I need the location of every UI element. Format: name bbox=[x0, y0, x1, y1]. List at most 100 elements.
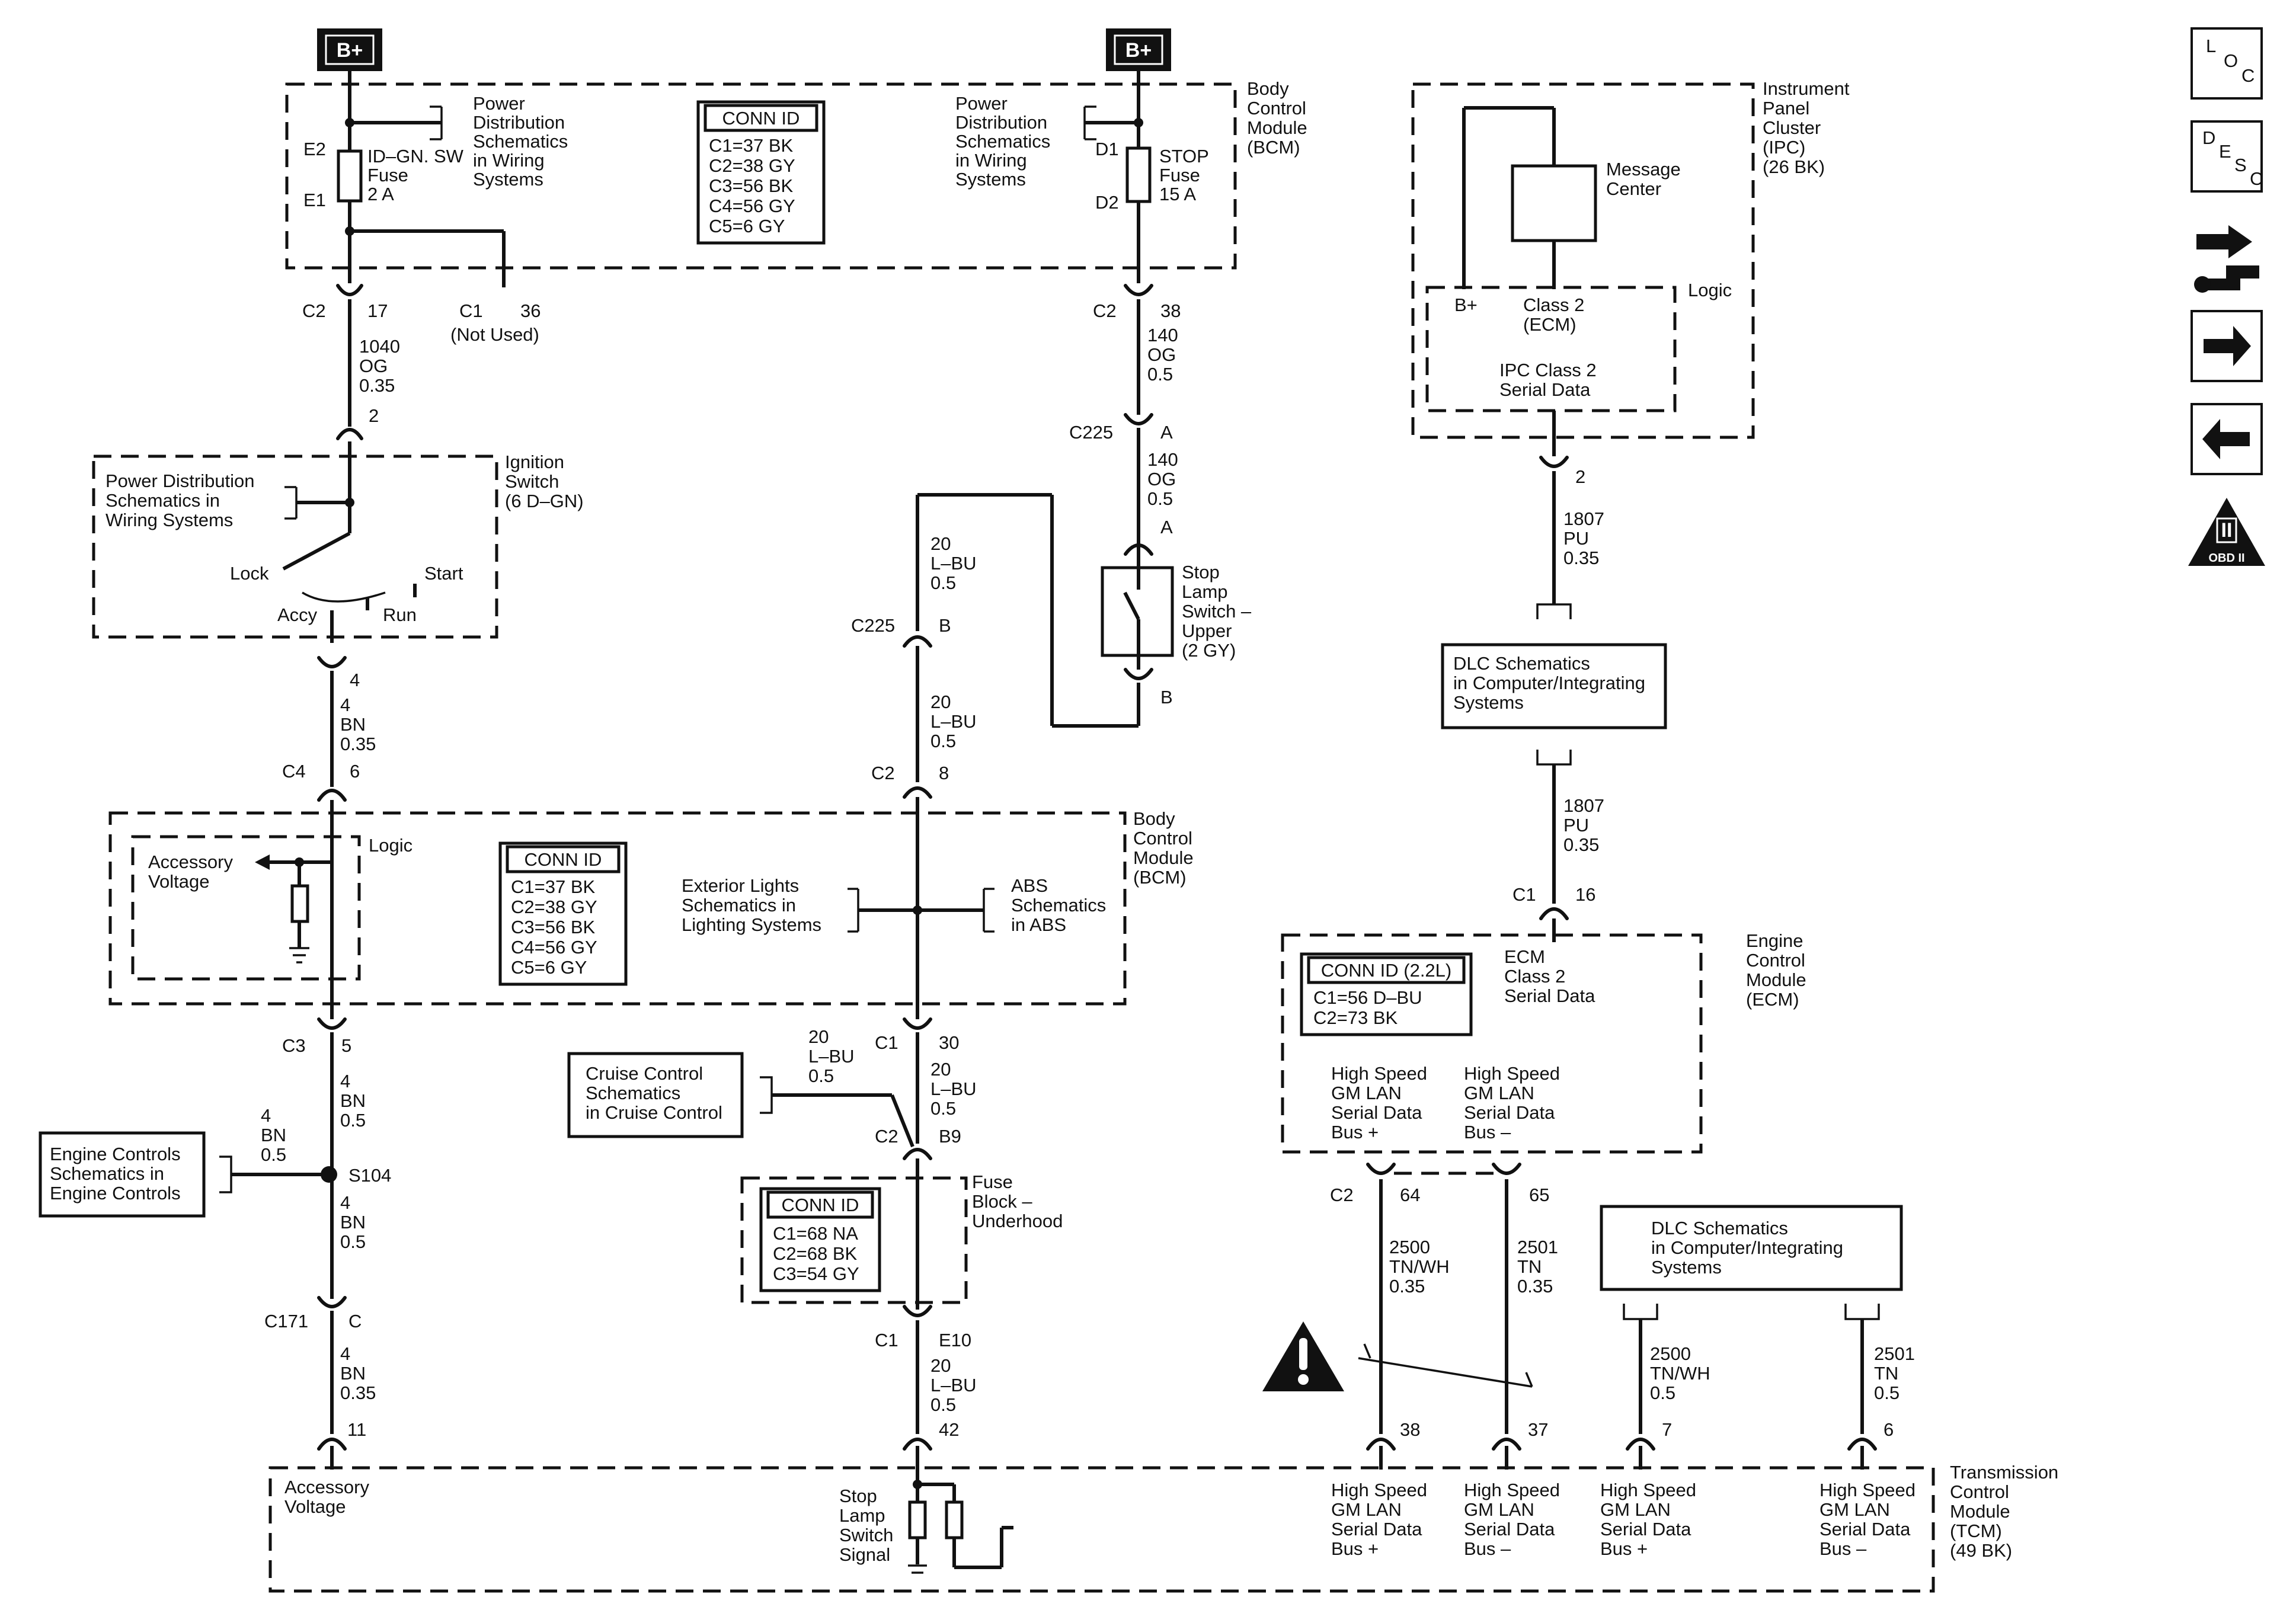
svg-text:8: 8 bbox=[939, 763, 949, 783]
desc-nav-button[interactable]: D E S C bbox=[2191, 120, 2263, 193]
wire-2501-tn-a: 2501 TN 0.35 bbox=[1517, 1237, 1558, 1297]
svg-text:E10: E10 bbox=[939, 1330, 971, 1350]
svg-text:Serial Data: Serial Data bbox=[1464, 1102, 1555, 1123]
obd-ii-icon[interactable]: II OBD II bbox=[2188, 498, 2265, 566]
svg-text:Lighting Systems: Lighting Systems bbox=[682, 914, 821, 935]
switch-contact-icon bbox=[1123, 591, 1140, 620]
svg-text:TN: TN bbox=[1874, 1363, 1898, 1384]
bcm-mid-conn-id: CONN ID C1=37 BK C2=38 GY C3=56 BK C4=56… bbox=[498, 841, 628, 986]
dlc-top-box bbox=[1441, 643, 1667, 729]
svg-text:(6 D–GN): (6 D–GN) bbox=[505, 491, 584, 511]
next-page-button[interactable] bbox=[2191, 310, 2263, 382]
svg-text:High Speed: High Speed bbox=[1819, 1480, 1916, 1500]
connector-c2-38 bbox=[1124, 284, 1153, 296]
ign-run-label: Run bbox=[383, 604, 417, 625]
svg-text:0.5: 0.5 bbox=[1147, 364, 1173, 385]
svg-text:in Wiring: in Wiring bbox=[473, 150, 545, 171]
svg-text:TN/WH: TN/WH bbox=[1389, 1256, 1450, 1277]
bcm-top-box bbox=[285, 82, 1237, 270]
bcm-mid-box bbox=[108, 811, 1127, 1006]
svg-text:Fuse: Fuse bbox=[367, 165, 408, 185]
svg-text:140: 140 bbox=[1147, 325, 1178, 345]
svg-text:Schematics in: Schematics in bbox=[682, 895, 796, 916]
svg-text:Engine: Engine bbox=[1746, 930, 1803, 951]
bcm-mid-acc-voltage: Accessory Voltage bbox=[148, 852, 233, 892]
svg-text:Instrument: Instrument bbox=[1763, 78, 1850, 99]
svg-text:(2 GY): (2 GY) bbox=[1182, 640, 1236, 661]
svg-text:Control: Control bbox=[1950, 1481, 2009, 1502]
svg-text:(Not Used): (Not Used) bbox=[450, 324, 539, 345]
svg-text:20: 20 bbox=[930, 692, 951, 712]
svg-text:Serial Data: Serial Data bbox=[1504, 985, 1595, 1006]
c1-36-label: C1 bbox=[459, 300, 483, 321]
svg-text:4: 4 bbox=[340, 1192, 350, 1213]
ecm-conn-id: CONN ID (2.2L) C1=56 D–BU C2=73 BK bbox=[1300, 952, 1473, 1036]
fuse-right-label: STOP Fuse 15 A bbox=[1159, 146, 1209, 204]
svg-text:C2=73 BK: C2=73 BK bbox=[1313, 1007, 1398, 1028]
connector-c225-a bbox=[1124, 413, 1153, 425]
svg-text:C2=68 BK: C2=68 BK bbox=[773, 1243, 858, 1264]
svg-text:High Speed: High Speed bbox=[1464, 1063, 1560, 1084]
svg-text:C3=56 BK: C3=56 BK bbox=[709, 175, 794, 196]
connector-switch-a bbox=[1124, 543, 1153, 556]
svg-text:0.35: 0.35 bbox=[1563, 834, 1599, 855]
svg-text:0.35: 0.35 bbox=[340, 734, 376, 754]
svg-text:C2: C2 bbox=[875, 1126, 898, 1147]
svg-text:C1=56 D–BU: C1=56 D–BU bbox=[1313, 987, 1422, 1008]
svg-text:OG: OG bbox=[1147, 344, 1176, 365]
svg-text:6: 6 bbox=[1884, 1419, 1894, 1440]
prev-page-button[interactable] bbox=[2191, 403, 2263, 475]
fuse-right-pin-bottom: D2 bbox=[1095, 192, 1119, 213]
svg-text:Schematics: Schematics bbox=[1011, 895, 1106, 916]
svg-text:Control: Control bbox=[1247, 98, 1306, 119]
svg-text:Distribution: Distribution bbox=[955, 112, 1047, 133]
svg-text:Cruise Control: Cruise Control bbox=[586, 1063, 703, 1084]
exterior-lights-label: Exterior Lights Schematics in Lighting S… bbox=[682, 875, 821, 935]
svg-text:in Computer/Integrating: in Computer/Integrating bbox=[1453, 673, 1645, 693]
svg-text:42: 42 bbox=[939, 1419, 959, 1440]
resistor-icon bbox=[290, 884, 309, 923]
svg-text:1807: 1807 bbox=[1563, 795, 1604, 816]
ecm-class2-label: ECM Class 2 Serial Data bbox=[1504, 946, 1595, 1006]
fuse-block-underhood bbox=[740, 1176, 968, 1304]
svg-text:Ignition: Ignition bbox=[505, 452, 564, 472]
engine-controls-label: Engine Controls Schematics in Engine Con… bbox=[50, 1144, 181, 1204]
wire-140-og-a: 140 OG 0.5 bbox=[1147, 325, 1178, 385]
svg-text:BN: BN bbox=[340, 714, 366, 735]
bcm-mid-title: Body Control Module (BCM) bbox=[1133, 808, 1194, 888]
svg-text:64: 64 bbox=[1400, 1185, 1420, 1205]
svg-text:High Speed: High Speed bbox=[1464, 1480, 1560, 1500]
wire-20-lbu-d: 20 L–BU 0.5 bbox=[808, 1026, 855, 1086]
fuse-stop bbox=[1125, 146, 1152, 203]
loc-nav-button[interactable]: L O C bbox=[2191, 27, 2263, 100]
connector-c4-6 bbox=[317, 789, 347, 802]
svg-text:0.35: 0.35 bbox=[1563, 548, 1599, 568]
svg-text:C5=6 GY: C5=6 GY bbox=[709, 216, 785, 236]
svg-text:Voltage: Voltage bbox=[284, 1496, 346, 1517]
svg-text:E: E bbox=[2219, 141, 2231, 162]
ipc-logic-box bbox=[1425, 286, 1677, 412]
svg-text:Accessory: Accessory bbox=[148, 852, 233, 872]
svg-text:Class 2: Class 2 bbox=[1504, 966, 1565, 987]
svg-text:CONN ID: CONN ID bbox=[722, 108, 800, 129]
svg-text:20: 20 bbox=[930, 1355, 951, 1376]
wire-2500-tnwh-b: 2500 TN/WH 0.5 bbox=[1650, 1343, 1710, 1403]
twisted-pair-mark bbox=[1358, 1357, 1533, 1388]
ecm-box bbox=[1281, 933, 1703, 1154]
fuse-block-conn-id: CONN ID C1=68 NA C2=68 BK C3=54 GY bbox=[759, 1187, 881, 1292]
svg-text:L–BU: L–BU bbox=[930, 553, 977, 574]
ign-start-label: Start bbox=[424, 563, 463, 584]
svg-text:7: 7 bbox=[1662, 1419, 1672, 1440]
svg-text:Schematics in: Schematics in bbox=[105, 490, 220, 511]
svg-text:ABS: ABS bbox=[1011, 875, 1048, 896]
svg-text:0.5: 0.5 bbox=[261, 1144, 286, 1165]
wrench-arrows-icon[interactable] bbox=[2194, 225, 2259, 293]
svg-text:(49 BK): (49 BK) bbox=[1950, 1540, 2012, 1561]
tcm-acc-voltage: Accessory Voltage bbox=[284, 1477, 369, 1517]
wire-20-lbu-e: 20 L–BU 0.5 bbox=[930, 1355, 977, 1415]
message-center-label: Message Center bbox=[1606, 159, 1681, 199]
svg-text:Module: Module bbox=[1746, 969, 1806, 990]
svg-text:C4=56 GY: C4=56 GY bbox=[709, 196, 795, 216]
tcm-hs-c: High Speed GM LAN Serial Data Bus + bbox=[1600, 1480, 1696, 1559]
svg-text:DLC Schematics: DLC Schematics bbox=[1651, 1218, 1788, 1238]
